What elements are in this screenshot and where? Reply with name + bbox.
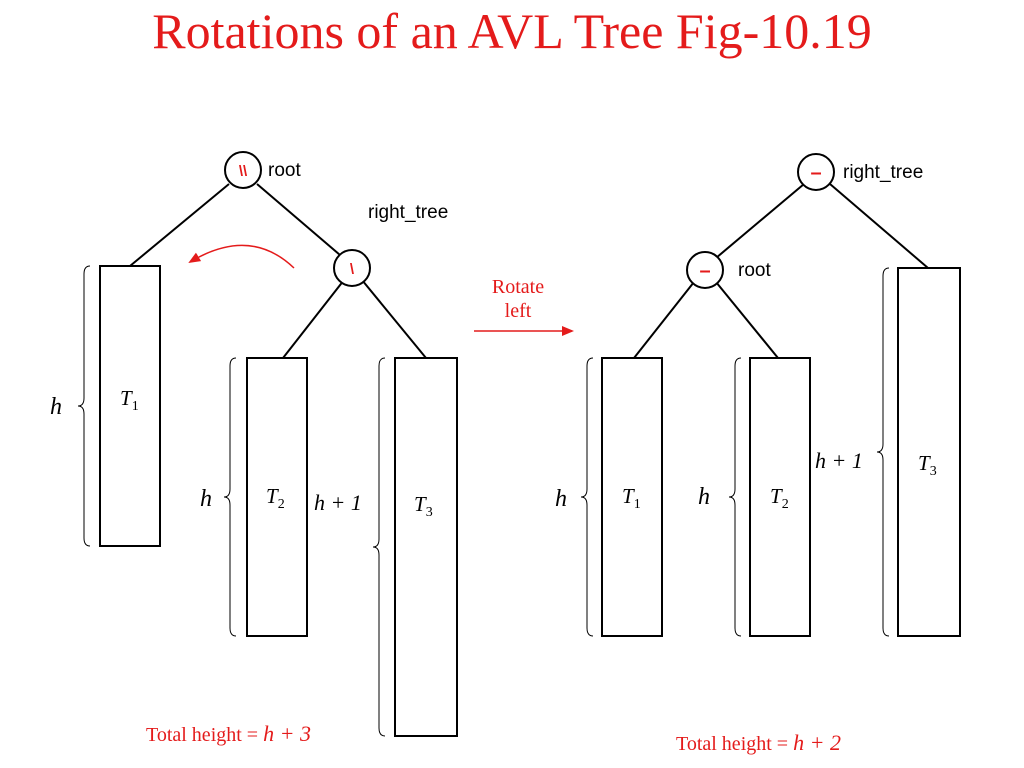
total-height-after: Total height = h + 2: [676, 730, 841, 755]
subtree-box-t2-after: [749, 357, 811, 637]
height-label-t2-after: h: [698, 484, 710, 510]
after-rotation-tree: [580, 153, 961, 637]
height-label-t2: h: [200, 486, 212, 512]
height-brace-t2: [223, 357, 237, 637]
node-label-right-tree: right_tree: [368, 202, 448, 223]
subtree-box-t2: [246, 357, 308, 637]
subtree-label-t3-after: T3: [918, 451, 937, 479]
node-root: [224, 151, 262, 189]
node-label-root-after: root: [738, 260, 771, 281]
height-label-t1: h: [50, 394, 62, 420]
edge-root-t2-after: [715, 281, 779, 359]
height-brace-t1-after: [580, 357, 594, 637]
height-brace-t2-after: [728, 357, 742, 637]
total-height-before: Total height = h + 3: [146, 721, 311, 746]
node-root-after: [686, 251, 724, 289]
height-label-t1-after: h: [555, 486, 567, 512]
balance-factor-right-tree-after: –: [810, 162, 821, 184]
height-label-t3-after: h + 1: [815, 448, 863, 473]
node-label-right-tree-after: right_tree: [843, 162, 923, 183]
subtree-label-t2-after: T2: [770, 484, 789, 512]
height-brace-t1: [77, 265, 91, 547]
subtree-box-t1-after: [601, 357, 663, 637]
edge-root-t1: [129, 183, 230, 267]
node-right-tree: [333, 249, 371, 287]
edge-root-t1-after: [633, 281, 695, 359]
subtree-box-t3-after: [897, 267, 961, 637]
height-label-t3: h + 1: [314, 490, 362, 515]
rotate-left-indicator: Rotate left: [474, 276, 574, 336]
edge-right-tree-t3-after: [829, 183, 929, 269]
edge-right-tree-root: [715, 183, 805, 259]
edge-right-tree-t3: [361, 279, 427, 359]
after-rotation-labels: – – right_tree root T1 T2 T3 h h h + 1 T…: [555, 162, 937, 755]
subtree-label-t2: T2: [266, 484, 285, 512]
subtree-label-t3: T3: [414, 492, 433, 520]
rotate-hint-arrow: [188, 244, 295, 269]
rotate-label-line-1: Rotate: [492, 276, 544, 298]
node-label-root: root: [268, 160, 301, 181]
subtree-label-t1-after: T1: [622, 484, 641, 512]
before-rotation-tree: [77, 151, 458, 737]
balance-factor-right-tree: \: [350, 261, 355, 278]
subtree-box-t1: [99, 265, 161, 547]
edge-right-tree-t2: [282, 279, 345, 359]
node-right-tree-after: [797, 153, 835, 191]
rotate-label-line-2: left: [505, 300, 532, 322]
slide-title: Rotations of an AVL Tree Fig-10.19: [152, 3, 872, 59]
balance-factor-root: \\: [239, 163, 248, 180]
edge-root-right-tree: [256, 183, 341, 256]
height-brace-t3-after: [876, 267, 890, 637]
height-brace-t3: [372, 357, 386, 737]
subtree-box-t3: [394, 357, 458, 737]
before-rotation-labels: \\ \ root right_tree T1 T2 T3 h h h + 1 …: [50, 160, 448, 746]
subtree-label-t1: T1: [120, 386, 139, 414]
balance-factor-root-after: –: [699, 260, 710, 282]
